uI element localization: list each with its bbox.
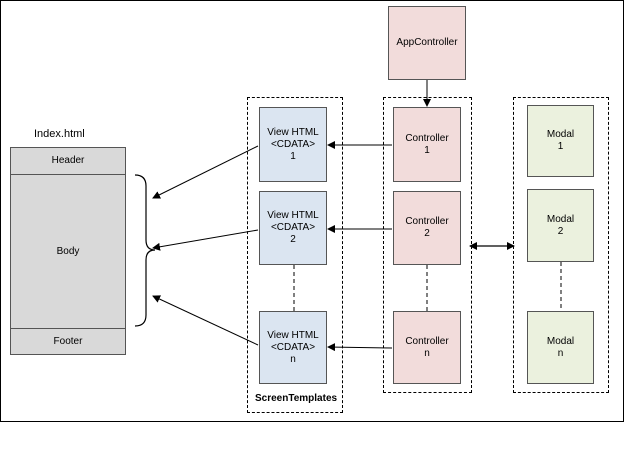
modal-1-line1: Modal xyxy=(546,129,575,140)
modal-n: Modal n xyxy=(527,311,594,384)
index-body: Body xyxy=(10,174,126,329)
screen-templates-label: ScreenTemplates xyxy=(255,393,338,404)
app-controller: AppController xyxy=(388,6,466,80)
view-1-line2: <CDATA> xyxy=(270,138,316,150)
index-body-label: Body xyxy=(56,245,80,257)
controller-n-line2: n xyxy=(424,347,430,359)
screen-templates-group xyxy=(247,97,343,413)
index-header: Header xyxy=(10,147,126,175)
modals-group xyxy=(513,97,609,393)
modal-2-line1: Modal xyxy=(546,213,575,225)
view-2-line2: <CDATA> xyxy=(270,222,316,233)
controller-1: Controller 1 xyxy=(393,107,461,182)
index-header-label: Header xyxy=(51,155,85,166)
index-title: Index.html xyxy=(34,128,85,140)
view-1-line3: 1 xyxy=(290,150,296,162)
modal-n-line2: n xyxy=(557,347,564,359)
view-html-n: View HTML <CDATA> n xyxy=(259,311,327,384)
controller-n-line1: Controller xyxy=(405,335,449,347)
modal-2: Modal 2 xyxy=(527,189,594,262)
view-n-line3: n xyxy=(290,353,296,365)
view-html-2: View HTML <CDATA> 2 xyxy=(259,191,327,265)
view-1-line1: View HTML xyxy=(267,126,319,138)
view-n-line2: <CDATA> xyxy=(270,341,316,353)
controller-1-line1: Controller xyxy=(405,132,449,144)
controller-n: Controller n xyxy=(393,311,461,384)
body-brace xyxy=(134,174,156,327)
arrow-view2-to-body xyxy=(152,229,259,251)
view-n-line1: View HTML xyxy=(267,329,319,341)
arrow-view1-to-body xyxy=(152,145,259,199)
index-footer-label: Footer xyxy=(53,335,83,347)
controller-2-line2: 2 xyxy=(424,228,430,239)
modal-2-line2: 2 xyxy=(557,225,564,237)
view-2-line3: 2 xyxy=(290,234,296,245)
outer-frame xyxy=(0,0,624,422)
modal-n-line1: Modal xyxy=(546,335,575,347)
controller-2: Controller 2 xyxy=(393,191,461,265)
modal-1: Modal 1 xyxy=(527,105,594,177)
controller-2-line1: Controller xyxy=(405,216,449,227)
app-controller-label: AppController xyxy=(396,37,458,48)
controllers-group xyxy=(383,97,472,393)
arrow-controllern-to-viewn xyxy=(327,343,393,352)
controller-1-line2: 1 xyxy=(424,144,430,156)
arrow-viewn-to-body xyxy=(152,295,259,346)
index-footer: Footer xyxy=(10,328,126,355)
view-html-1: View HTML <CDATA> 1 xyxy=(259,107,327,182)
modal-1-line2: 1 xyxy=(557,141,564,152)
view-2-line1: View HTML xyxy=(267,210,319,221)
